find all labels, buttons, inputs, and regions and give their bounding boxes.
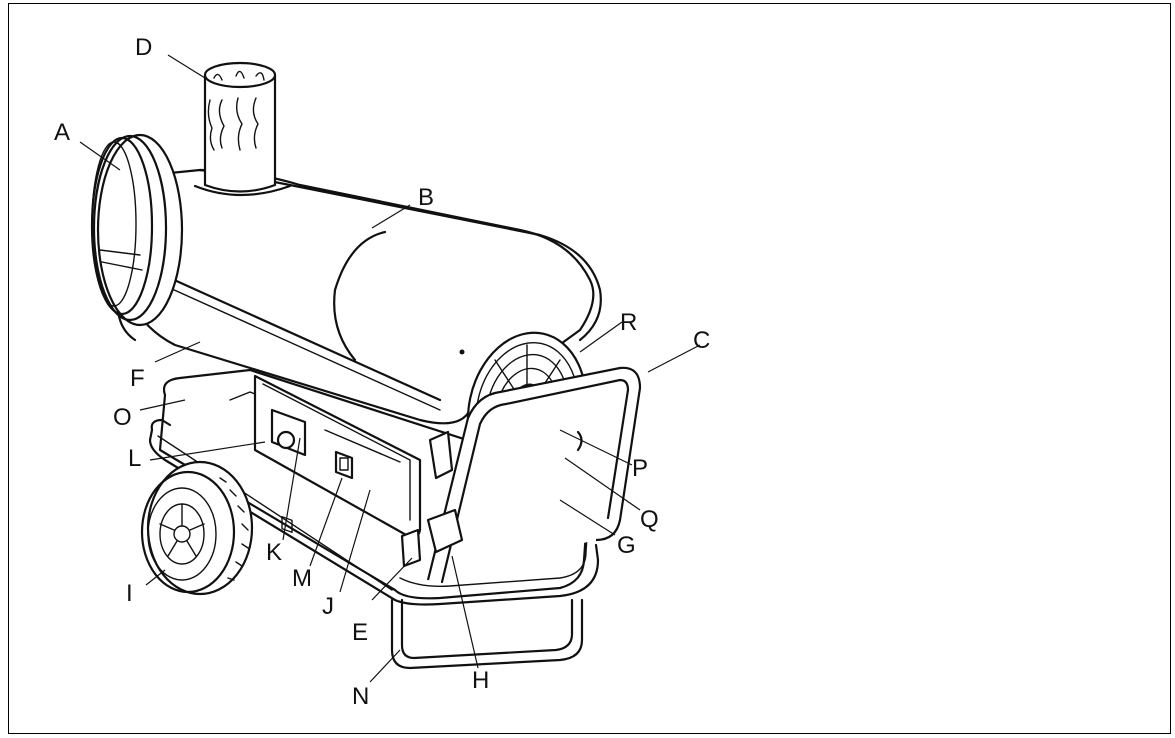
label-J: J <box>322 593 334 620</box>
label-O: O <box>113 404 132 431</box>
label-L: L <box>128 445 141 472</box>
label-M: M <box>292 565 312 592</box>
label-E: E <box>352 619 368 646</box>
label-C: C <box>693 327 710 354</box>
label-A: A <box>54 119 70 146</box>
handle <box>400 366 642 584</box>
diagram-frame <box>8 3 1171 734</box>
label-R: R <box>620 309 637 336</box>
callout-labels: A B C D E F G H I J K L M N O P Q R <box>54 34 710 710</box>
label-Q: Q <box>640 506 659 533</box>
label-B: B <box>418 184 434 211</box>
label-D: D <box>135 34 152 61</box>
base-frame <box>390 598 584 670</box>
label-P: P <box>632 455 648 482</box>
wheel <box>140 460 254 596</box>
label-N: N <box>352 683 369 710</box>
label-I: I <box>126 580 133 607</box>
label-H: H <box>472 667 489 694</box>
label-F: F <box>130 365 145 392</box>
leader-lines <box>79 54 701 683</box>
rear-rings <box>90 133 184 327</box>
label-G: G <box>617 532 636 559</box>
label-K: K <box>266 539 282 566</box>
chimney <box>193 61 292 197</box>
